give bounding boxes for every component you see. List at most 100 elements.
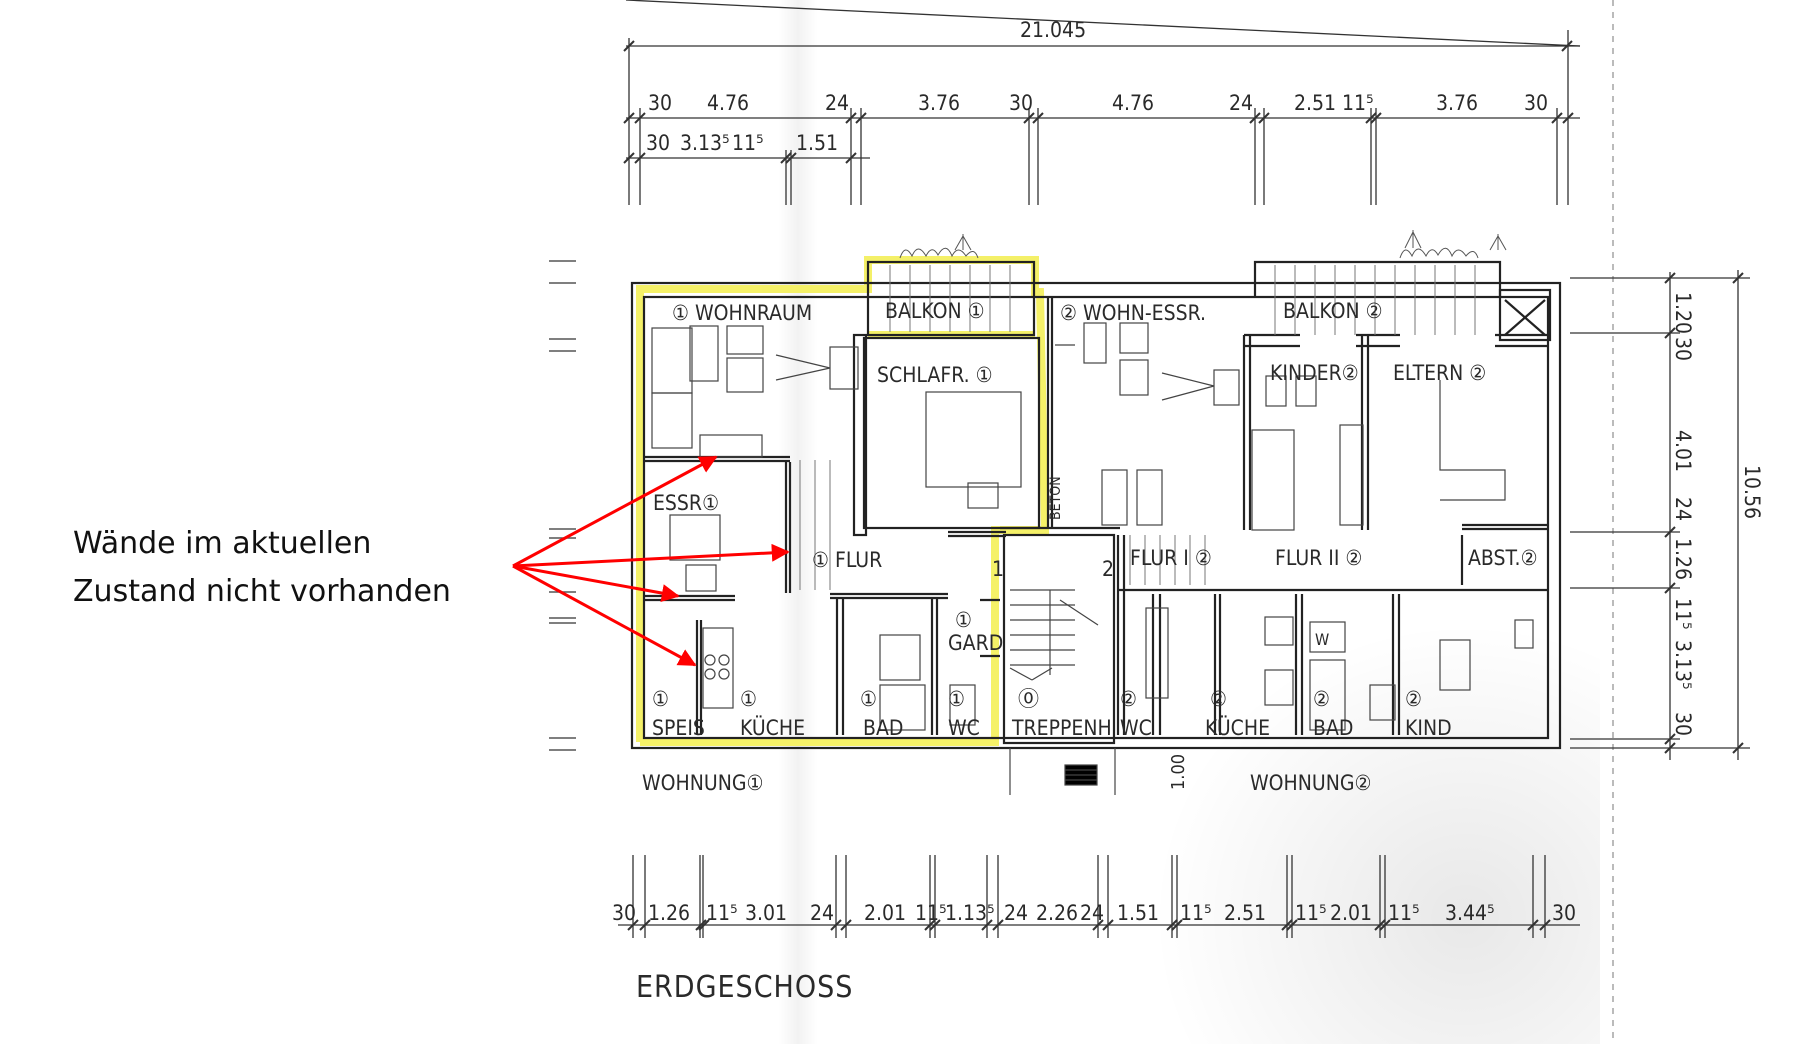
room-treppenhaus: TREPPENH — [1011, 716, 1112, 740]
arrow-to-flur-wall — [512, 543, 790, 568]
annotation-line-2: Zustand nicht vorhanden — [73, 574, 451, 609]
dim-label: 11⁵ — [706, 901, 738, 925]
dim-label: 30 — [612, 901, 636, 925]
dim-label: 1.20 — [1671, 292, 1695, 334]
dim-label: 3.76 — [1436, 91, 1478, 115]
svg-text:①: ① — [955, 608, 972, 632]
dim-label: 11⁵ — [1295, 901, 1327, 925]
dim-label: 4.76 — [1112, 91, 1154, 115]
dim-label: 2.51 — [1224, 901, 1266, 925]
floor-hatching — [799, 265, 1476, 590]
unit-labels: WOHNUNG① WOHNUNG② — [642, 771, 1371, 795]
dim-label: 30 — [1524, 91, 1548, 115]
room-balkon-2: BALKON ② — [1283, 299, 1383, 323]
furniture — [651, 322, 1534, 731]
unit-label-1: WOHNUNG① — [642, 771, 763, 795]
dim-label: 24 — [825, 91, 849, 115]
dim-label: 1.51 — [1117, 901, 1159, 925]
arrow-to-speis-wall — [512, 564, 697, 667]
room-kuche-1: KÜCHE — [740, 715, 805, 740]
dim-label: 4.01 — [1671, 430, 1695, 472]
dim-label: 11⁵ — [1180, 901, 1212, 925]
dim-label: 3.01 — [745, 901, 787, 925]
dim-label: 11⁵ — [1671, 598, 1695, 630]
dim-label: 1.26 — [648, 901, 690, 925]
room-kind-2: KIND — [1405, 716, 1452, 740]
room-wohn-essraum-2: ② WOHN-ESSR. — [1060, 301, 1206, 325]
room-balkon-1: BALKON ① — [885, 299, 985, 323]
annotation-arrows — [512, 455, 790, 667]
bottom-dimension-labels: 30 1.26 11⁵ 3.01 24 2.01 11⁵ 1.13⁵ 24 2.… — [612, 901, 1576, 925]
dim-label: 3.13⁵ — [680, 131, 730, 155]
dim-label: 4.76 — [707, 91, 749, 115]
dim-label: 11⁵ — [1388, 901, 1420, 925]
dim-label: 24 — [810, 901, 834, 925]
dim-label: 11⁵ — [732, 131, 764, 155]
dim-label: 3.44⁵ — [1445, 901, 1495, 925]
dim-label: 11⁵ — [915, 901, 947, 925]
scan-fold-shadow — [778, 0, 818, 1044]
balcony-plants — [899, 230, 1507, 259]
room-labels: ① WOHNRAUM BALKON ① SCHLAFR. ① ESSR① ① F… — [652, 299, 1538, 790]
arrow-to-kitchen-wall — [512, 564, 680, 602]
step-dimension: 1.00 — [1168, 754, 1189, 790]
left-margin-marks — [549, 260, 576, 751]
dim-label: 30 — [646, 131, 670, 155]
room-flur-i-2: FLUR I ② — [1130, 546, 1212, 570]
room-garderobe-1: GARD — [948, 631, 1003, 655]
annotation-line-1: Wände im aktuellen — [73, 526, 372, 561]
svg-text:①: ① — [860, 687, 877, 711]
dim-label: 24 — [1080, 901, 1104, 925]
dim-label: 2.01 — [1330, 901, 1372, 925]
room-speis-1: SPEIS — [652, 716, 705, 740]
dim-label: 2.51 — [1294, 91, 1336, 115]
staircase — [1009, 589, 1116, 795]
dim-label: 3.76 — [918, 91, 960, 115]
door-marker-1: 1 — [992, 557, 1004, 581]
svg-text:②: ② — [1313, 687, 1330, 711]
dim-label: 24 — [1671, 497, 1695, 521]
dim-label: 1.13⁵ — [945, 901, 995, 925]
unit-label-2: WOHNUNG② — [1250, 771, 1371, 795]
dim-label: 1.26 — [1671, 538, 1695, 580]
dim-label: 30 — [1671, 712, 1695, 736]
svg-text:①: ① — [948, 687, 965, 711]
room-bad-1: BAD — [863, 716, 903, 740]
right-dimension-chain — [1570, 270, 1750, 760]
room-kuche-2: KÜCHE — [1205, 715, 1270, 740]
dim-label: 2.01 — [864, 901, 906, 925]
svg-text:②: ② — [1210, 687, 1227, 711]
room-flur-1: ① FLUR — [812, 548, 882, 572]
washer-label: W — [1315, 630, 1329, 649]
dim-overall-width: 21.045 — [1020, 18, 1086, 42]
scan-shadow — [1150, 620, 1600, 1044]
room-wc-1: WC — [948, 716, 980, 740]
dim-label: 3.13⁵ — [1671, 640, 1695, 690]
dim-label: 24 — [1004, 901, 1028, 925]
room-wohnraum-1: ① WOHNRAUM — [672, 301, 812, 325]
beton-label: BETON — [1048, 476, 1064, 520]
svg-text:⓪: ⓪ — [1018, 687, 1039, 711]
room-essraum-1: ESSR① — [653, 491, 719, 515]
top-dimension-chains — [623, 0, 1581, 205]
dim-label: 30 — [1552, 901, 1576, 925]
top-dimension-labels: 21.045 30 4.76 24 3.76 30 4.76 24 2.51 1… — [646, 18, 1548, 155]
room-eltern-2: ELTERN ② — [1393, 361, 1486, 385]
room-kinder-2: KINDER② — [1270, 361, 1359, 385]
door-marker-2: 2 — [1102, 557, 1114, 581]
arrow-to-wohnraum-wall — [512, 455, 718, 568]
svg-text:①: ① — [740, 687, 757, 711]
svg-text:①: ① — [652, 687, 669, 711]
room-bad-2: BAD — [1313, 716, 1353, 740]
dim-overall-depth: 10.56 — [1740, 465, 1764, 519]
floor-title: ERDGESCHOSS — [636, 970, 853, 1005]
room-schlafraum-1: SCHLAFR. ① — [877, 363, 993, 387]
dim-label: 30 — [1671, 337, 1695, 361]
dim-label: 1.51 — [796, 131, 838, 155]
bottom-dimension-chain — [618, 855, 1580, 938]
dim-label: 11⁵ — [1342, 91, 1374, 115]
svg-text:②: ② — [1120, 687, 1137, 711]
dim-label: 30 — [648, 91, 672, 115]
dim-label: 30 — [1009, 91, 1033, 115]
